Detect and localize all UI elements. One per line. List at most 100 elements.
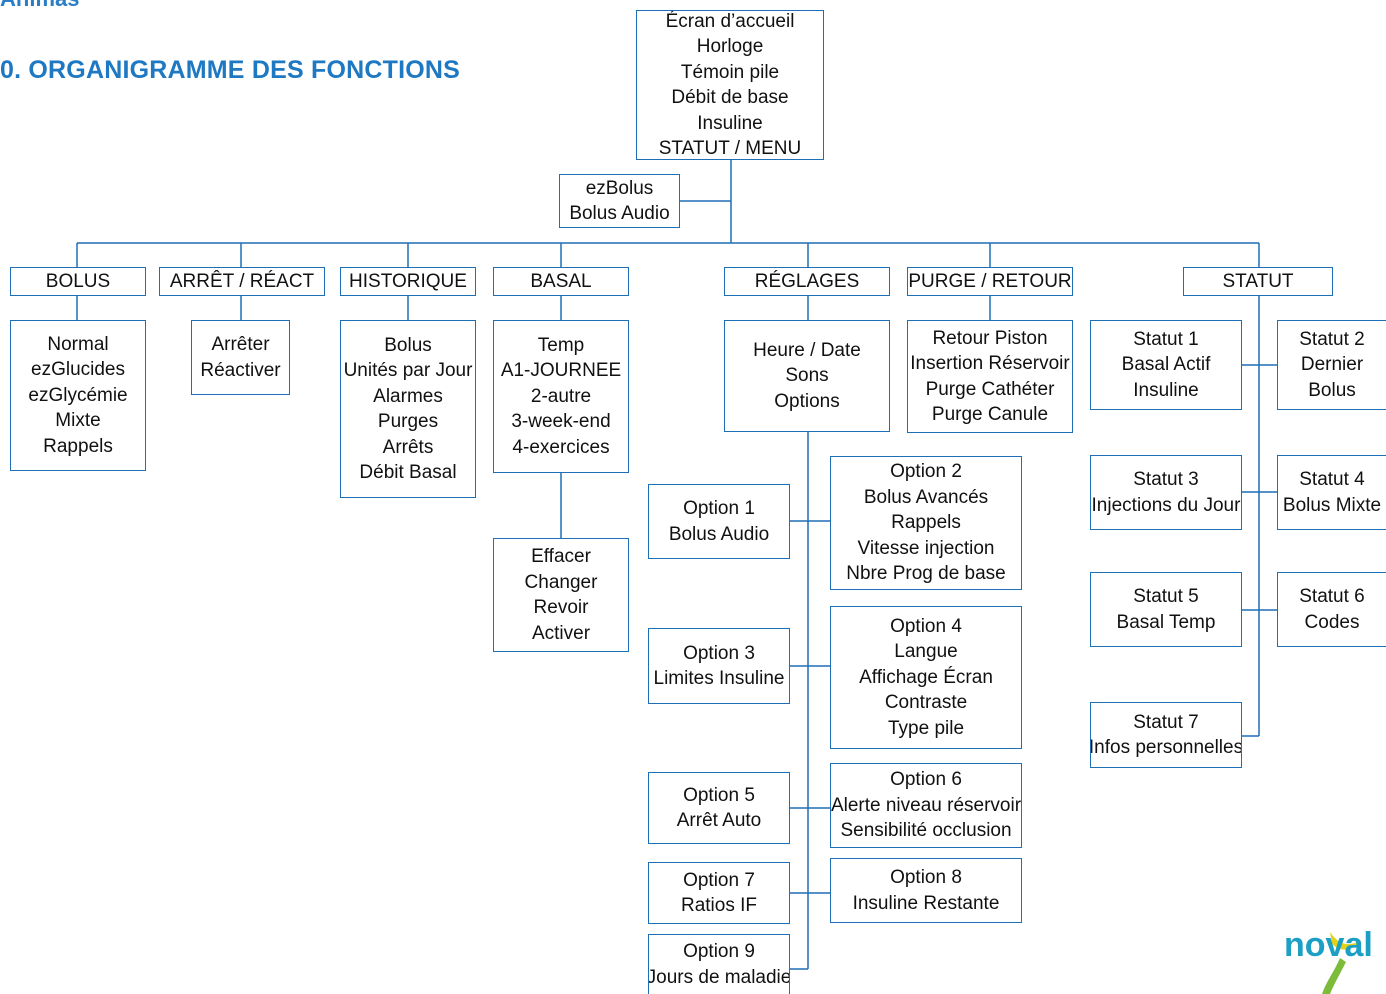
node-text-line: Insertion Réservoir [910, 353, 1070, 374]
node-text-line: ezGlycémie [28, 384, 128, 406]
node-text-line: Insuline Restante [852, 892, 1000, 914]
page-title: 0. ORGANIGRAMME DES FONCTIONS [0, 56, 460, 84]
logo-swoosh-yellow [1330, 932, 1362, 950]
node-text-line: Unités par Jour [343, 360, 473, 381]
history-menu-box: HISTORIQUE [340, 267, 476, 296]
node-text-line: Statut 2 [1299, 328, 1365, 350]
node-text-line: PURGE / RETOUR [908, 270, 1072, 292]
node-text-line: BOLUS [45, 270, 111, 292]
status-6-box: Statut 6 Codes [1277, 572, 1386, 647]
node-text-line: Options [774, 390, 840, 412]
node-text-line: Option 2 [890, 461, 962, 483]
node-text-line: Contraste [884, 692, 968, 714]
node-text-line: Limites Insuline [653, 668, 785, 689]
node-text-line: Arrêter [211, 334, 270, 355]
node-text-line: Infos personnelles [1090, 737, 1242, 758]
node-text-line: Purges [377, 411, 439, 432]
settings-menu-box: RÉGLAGES [724, 267, 890, 296]
node-text-line: Ratios IF [680, 895, 758, 916]
node-text-line: Débit de base [671, 87, 789, 108]
prime-rewind-menu-box: PURGE / RETOUR [907, 267, 1073, 296]
node-text-line: Bolus [1308, 379, 1356, 401]
node-text-line: Statut 1 [1133, 328, 1199, 350]
node-text-line: Injections du Jour [1091, 494, 1241, 516]
node-text-line: Type pile [887, 717, 965, 739]
node-text-line: Normal [47, 333, 109, 355]
node-text-line: Purge Canule [931, 404, 1049, 425]
node-text-line: Statut 3 [1133, 469, 1199, 490]
node-text-line: Activer [531, 622, 591, 644]
node-text-line: Effacer [531, 546, 591, 567]
option-9-box: Option 9 Jours de maladie [648, 934, 790, 994]
node-text-line: Langue [894, 641, 958, 663]
node-text-line: Statut 6 [1299, 586, 1365, 607]
node-text-line: Bolus [384, 334, 432, 356]
node-text-line: Témoin pile [680, 61, 780, 83]
node-text-line: Basal Temp [1116, 611, 1216, 633]
node-text-line: Jours de maladie [648, 966, 790, 988]
node-text-line: Affichage Écran [859, 666, 993, 688]
node-text-line: Option 9 [683, 941, 755, 962]
status-3-box: Statut 3 Injections du Jour [1090, 455, 1242, 530]
node-text-line: STATUT [1222, 270, 1294, 292]
node-text-line: Écran d’accueil [665, 10, 795, 32]
node-text-line: Sons [785, 365, 829, 387]
node-text-line: Arrêts [382, 436, 434, 458]
node-text-line: Rappels [891, 512, 961, 534]
node-text-line: Bolus Mixte [1282, 494, 1382, 516]
node-text-line: Alarmes [373, 385, 443, 407]
node-text-line: Débit Basal [359, 462, 457, 483]
node-text-line: Bolus Avancés [863, 486, 989, 508]
node-text-line: BASAL [530, 270, 592, 292]
node-text-line: Horloge [696, 36, 764, 57]
node-text-line: Statut 7 [1133, 711, 1199, 733]
node-text-line: ezBolus [585, 177, 654, 199]
stop-resume-menu-box: ARRÊT / RÉACT [159, 267, 325, 296]
option-1-box: Option 1 Bolus Audio [648, 484, 790, 559]
node-text-line: Codes [1304, 611, 1360, 633]
option-8-box: Option 8 Insuline Restante [830, 858, 1022, 923]
node-text-line: ARRÊT / RÉACT [169, 270, 315, 292]
node-text-line: A1-JOURNEE [500, 360, 622, 382]
node-text-line: ezGlucides [31, 359, 125, 381]
logo-text: noval [1284, 926, 1373, 964]
node-text-line: Rappels [43, 435, 113, 457]
node-text-line: Purge Cathéter [925, 378, 1055, 400]
node-text-line: Statut 5 [1133, 586, 1199, 607]
node-text-line: Statut 4 [1299, 469, 1365, 490]
bolus-menu-box: BOLUS [10, 267, 146, 296]
node-text-line: Retour Piston [932, 327, 1048, 349]
node-text-line: Sensibilité occlusion [840, 820, 1012, 842]
node-text-line: Réactiver [200, 359, 281, 381]
node-text-line: Changer [524, 571, 598, 593]
node-text-line: RÉGLAGES [754, 270, 860, 292]
node-text-line: Option 8 [890, 867, 962, 888]
node-text-line: HISTORIQUE [349, 270, 467, 292]
node-text-line: Temp [537, 334, 585, 356]
option-7-box: Option 7 Ratios IF [648, 862, 790, 924]
node-text-line: Basal Actif [1121, 354, 1211, 376]
node-text-line: Option 1 [683, 498, 755, 519]
node-text-line: STATUT / MENU [658, 138, 802, 159]
node-text-line: Option 3 [683, 642, 755, 664]
node-text-line: Bolus Audio [668, 523, 770, 545]
node-text-line: Nbre Prog de base [846, 563, 1006, 585]
status-4-box: Statut 4 Bolus Mixte [1277, 455, 1386, 530]
node-text-line: Alerte niveau réservoir [830, 794, 1022, 816]
logo-swoosh-green [1322, 958, 1346, 994]
node-text-line: Option 7 [683, 869, 755, 891]
